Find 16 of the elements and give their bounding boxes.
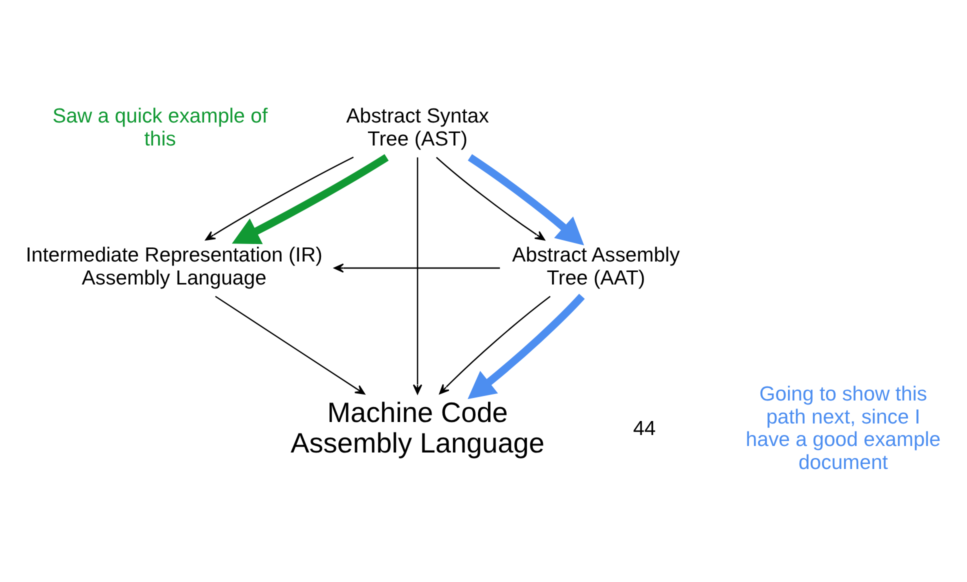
arrow bbox=[468, 294, 585, 400]
arrow bbox=[334, 263, 500, 273]
label: Going to show this path next, since I have a good example document bbox=[746, 383, 941, 474]
arrow bbox=[468, 154, 584, 246]
arrow bbox=[205, 156, 354, 240]
arrow bbox=[232, 154, 389, 244]
arrow bbox=[439, 296, 551, 394]
node-text: Machine Code Assembly Language bbox=[290, 396, 544, 458]
label: 44 bbox=[633, 418, 656, 440]
label: Saw a quick example of this bbox=[52, 106, 268, 150]
arrow bbox=[436, 156, 546, 241]
node-text: Abstract Syntax Tree (AST) bbox=[346, 106, 489, 150]
node-text: Intermediate Representation (IR) Assembly Language bbox=[26, 244, 322, 290]
arrow bbox=[412, 157, 422, 394]
arrow bbox=[215, 296, 366, 395]
node-text: Abstract Assembly Tree (AAT) bbox=[512, 244, 680, 290]
